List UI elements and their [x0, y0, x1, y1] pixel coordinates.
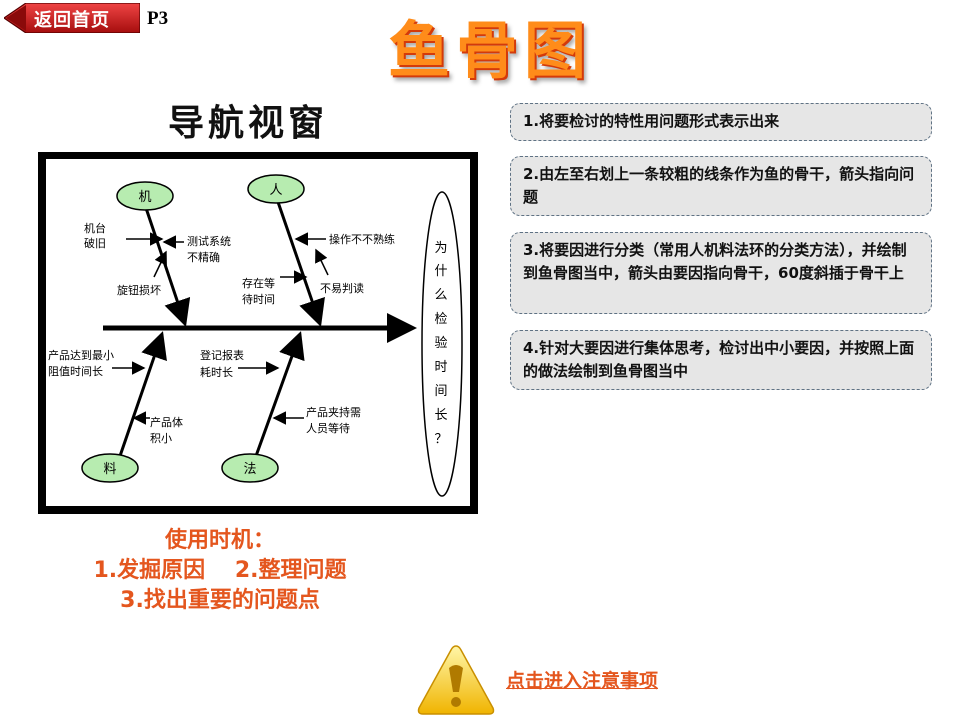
problem-text: 为 什 么 检 验 时 间 长 ？: [434, 241, 447, 447]
step-4: 4.针对大要因进行集体思考，检讨出中小要因，并按照上面的做法绘制到鱼骨图当中: [510, 330, 932, 390]
svg-text:耗时长: 耗时长: [200, 366, 233, 379]
svg-text:阻值时间长: 阻值时间长: [48, 365, 103, 378]
usage-heading: 使用时机：: [164, 528, 275, 553]
bone-man: [276, 201, 325, 327]
fishbone-diagram: 为 什 么 检 验 时 间 长 ？ 机 人 料 法 机台 破旧 测试系统 不精确…: [38, 152, 478, 514]
cause-machine-3: 旋钮损坏: [117, 283, 161, 297]
cause-machine-1: 机台: [84, 221, 106, 235]
svg-text:人: 人: [269, 183, 282, 198]
category-material: 料: [81, 453, 139, 483]
bone-machine: [144, 207, 191, 327]
cause-method-1: 登记报表: [200, 348, 244, 362]
cause-man-3: 不易判读: [320, 281, 364, 295]
svg-text:机: 机: [138, 190, 151, 205]
bone-method: [254, 331, 305, 457]
cause-man-1: 操作不不熟练: [329, 232, 395, 246]
svg-text:什: 什: [434, 264, 447, 279]
usage-line-2: 3.找出重要的问题点: [120, 588, 320, 613]
step-2: 2.由左至右划上一条较粗的线条作为鱼的骨干，箭头指向问题: [510, 156, 932, 216]
step-3: 3.将要因进行分类（常用人机料法环的分类方法），并绘制到鱼骨图当中，箭头由要因指…: [510, 232, 932, 314]
svg-text:料: 料: [103, 462, 116, 477]
nav-window-title: 导航视窗: [168, 102, 329, 144]
usage-timing: 使用时机： 1.发掘原因 2.整理问题 3.找出重要的问题点: [50, 526, 390, 616]
category-method: 法: [221, 453, 279, 483]
bone-material: [118, 331, 167, 457]
page-title: 鱼骨图: [388, 14, 593, 87]
svg-text:长: 长: [434, 408, 447, 423]
category-machine: 机: [116, 181, 174, 211]
problem-head: [421, 191, 463, 497]
svg-text:人员等待: 人员等待: [306, 421, 350, 435]
category-man: 人: [247, 174, 305, 204]
svg-text:破旧: 破旧: [84, 236, 106, 250]
svg-text:检: 检: [434, 312, 447, 327]
svg-text:间: 间: [434, 384, 447, 399]
svg-text:积小: 积小: [150, 432, 172, 445]
svg-text:？: ？: [434, 432, 447, 447]
step-1: 1.将要检讨的特性用问题形式表示出来: [510, 103, 932, 141]
svg-text:验: 验: [434, 335, 447, 351]
svg-text:待时间: 待时间: [242, 292, 275, 306]
back-arrow-icon: [4, 3, 140, 33]
warning-icon[interactable]: [415, 642, 497, 718]
page-number: P3: [147, 8, 169, 29]
svg-text:不精确: 不精确: [187, 251, 220, 264]
cause-man-2: 存在等: [242, 276, 275, 290]
usage-line-1: 1.发掘原因 2.整理问题: [93, 558, 347, 583]
svg-text:时: 时: [434, 360, 447, 375]
back-home-button[interactable]: 返回首页: [4, 3, 140, 33]
cause-method-2: 产品夹持需: [306, 405, 361, 419]
cause-material-1: 产品达到最小: [48, 348, 114, 362]
cause-material-2: 产品体: [150, 415, 183, 429]
back-home-label: 返回首页: [34, 10, 110, 31]
notice-link[interactable]: 点击进入注意事项: [506, 670, 659, 692]
svg-text:法: 法: [243, 462, 256, 477]
cause-machine-2: 测试系统: [187, 235, 231, 248]
svg-text:为: 为: [434, 241, 447, 256]
svg-text:么: 么: [434, 288, 447, 303]
